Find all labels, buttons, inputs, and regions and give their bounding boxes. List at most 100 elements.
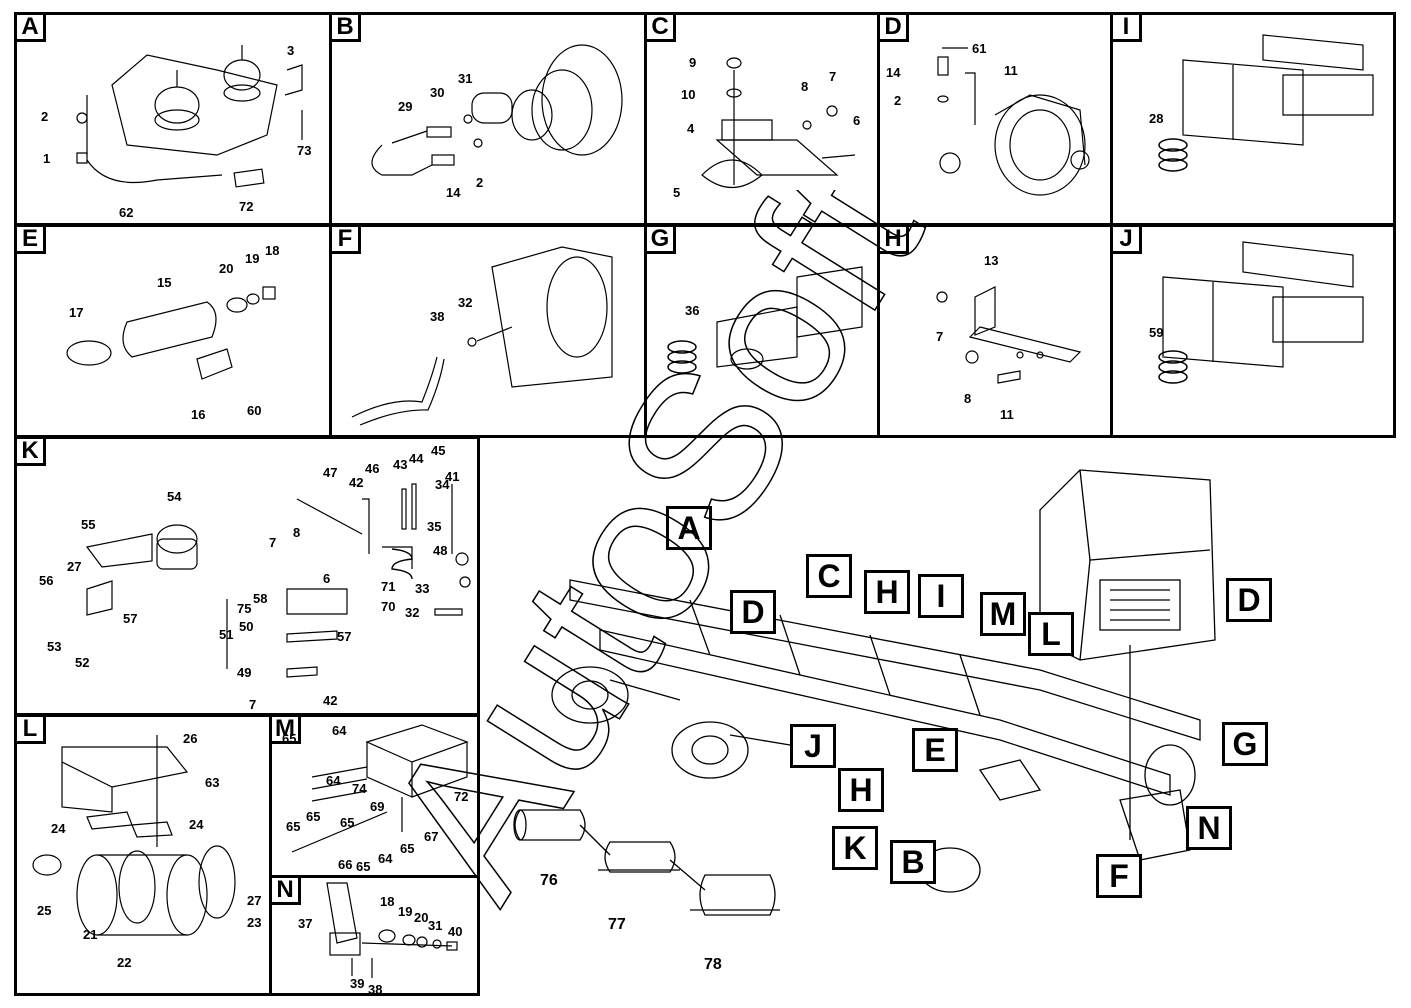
truck-overview-drawing [513, 469, 1216, 916]
panel-c-drawing [701, 57, 856, 188]
part-number: 27 [247, 893, 262, 908]
panel-n: N 37 18 19 20 31 40 39 38 [269, 875, 480, 997]
part-number: 70 [381, 599, 396, 614]
part-number: 37 [298, 916, 313, 931]
part-number: 76 [540, 872, 558, 889]
part-number: 65 [286, 819, 301, 834]
part-number: 30 [430, 85, 445, 100]
part-number: 64 [378, 851, 393, 866]
part-number: 75 [237, 601, 252, 616]
part-number: 72 [454, 789, 469, 804]
part-number: 57 [337, 629, 352, 644]
part-number: 15 [157, 275, 172, 290]
callout-a: A [666, 506, 712, 550]
part-number: 77 [608, 916, 626, 933]
part-number: 67 [424, 829, 439, 844]
part-number: 56 [39, 573, 54, 588]
part-number: 50 [239, 619, 254, 634]
part-number: 44 [409, 451, 424, 466]
part-number: 74 [352, 781, 367, 796]
panel-e-drawing [66, 286, 276, 380]
panel-l: L 26 63 24 24 27 25 23 21 22 [14, 714, 272, 996]
panel-b: B 29 30 31 14 2 [329, 12, 647, 226]
part-number: 57 [123, 611, 138, 626]
part-number: 6 [853, 113, 861, 128]
part-number: 19 [398, 904, 413, 919]
part-number: 26 [183, 731, 198, 746]
part-number: 32 [405, 605, 420, 620]
panel-e: E 15 20 19 18 17 16 60 [14, 224, 332, 438]
part-number: 61 [972, 41, 987, 56]
callout-i: I [918, 574, 964, 618]
part-number: 11 [1004, 63, 1018, 78]
callout-c: C [806, 554, 852, 598]
part-number: 34 [435, 477, 450, 492]
panel-j-drawing [1158, 241, 1364, 384]
part-number: 2 [476, 175, 484, 190]
part-number: 7 [829, 69, 837, 84]
part-number: 18 [380, 894, 395, 909]
part-number: 49 [237, 665, 252, 680]
part-number: 51 [219, 627, 234, 642]
panel-d: D 61 14 11 2 [877, 12, 1113, 226]
part-number: 42 [349, 475, 364, 490]
panel-c-label: C [644, 12, 676, 42]
part-number: 24 [189, 817, 204, 832]
part-number: 7 [249, 697, 257, 712]
part-number: 13 [984, 253, 999, 268]
callout-n: N [1186, 806, 1232, 850]
part-number: 47 [323, 465, 338, 480]
callout-m: M [980, 592, 1026, 636]
part-number: 38 [430, 309, 445, 324]
part-number: 7 [269, 535, 277, 550]
callout-k: K [832, 826, 878, 870]
part-number: 66 [338, 857, 353, 872]
part-number: 2 [894, 93, 902, 108]
part-number: 29 [398, 99, 413, 114]
callout-b: B [890, 840, 936, 884]
part-number: 8 [964, 391, 972, 406]
callout-l: L [1028, 612, 1074, 656]
part-number: 2 [41, 109, 49, 124]
panel-k: K 45 47 46 43 44 41 54 42 34 55 35 8 [14, 436, 480, 716]
callout-d: D [1226, 578, 1272, 622]
part-number: 43 [393, 457, 408, 472]
panel-h-drawing [936, 286, 1082, 384]
part-number: 14 [446, 185, 461, 200]
part-number: 65 [356, 859, 371, 874]
part-number: 20 [219, 261, 234, 276]
panel-a-label: A [14, 12, 46, 42]
panel-g-label: G [644, 224, 676, 254]
part-number: 60 [247, 403, 262, 418]
part-number: 63 [205, 775, 220, 790]
part-number: 38 [368, 982, 383, 997]
part-number: 27 [67, 559, 82, 574]
part-number: 65 [340, 815, 355, 830]
part-number: 54 [167, 489, 182, 504]
part-number: 31 [458, 71, 473, 86]
part-number: 23 [247, 915, 262, 930]
part-number: 11 [1000, 407, 1014, 422]
part-number: 71 [381, 579, 396, 594]
panel-f: F 38 32 [329, 224, 647, 438]
callout-h: H [838, 768, 884, 812]
part-number: 59 [1149, 325, 1164, 340]
callout-j: J [790, 724, 836, 768]
part-number: 39 [350, 976, 365, 991]
part-number: 72 [239, 199, 254, 214]
callout-e: E [912, 728, 958, 772]
part-number: 40 [448, 924, 463, 939]
panel-d-drawing [937, 47, 1090, 196]
part-number: 58 [253, 591, 268, 606]
part-number: 3 [287, 43, 295, 58]
panel-a: A 2 1 3 73 62 72 [14, 12, 332, 226]
panel-j: J 59 [1110, 224, 1396, 438]
callout-h: H [864, 570, 910, 614]
part-number: 8 [801, 79, 809, 94]
panel-b-label: B [329, 12, 361, 42]
panel-i-drawing [1158, 34, 1374, 172]
part-number: 36 [685, 303, 700, 318]
part-number: 45 [431, 443, 446, 458]
panel-e-label: E [14, 224, 46, 254]
part-number: 64 [332, 723, 347, 738]
